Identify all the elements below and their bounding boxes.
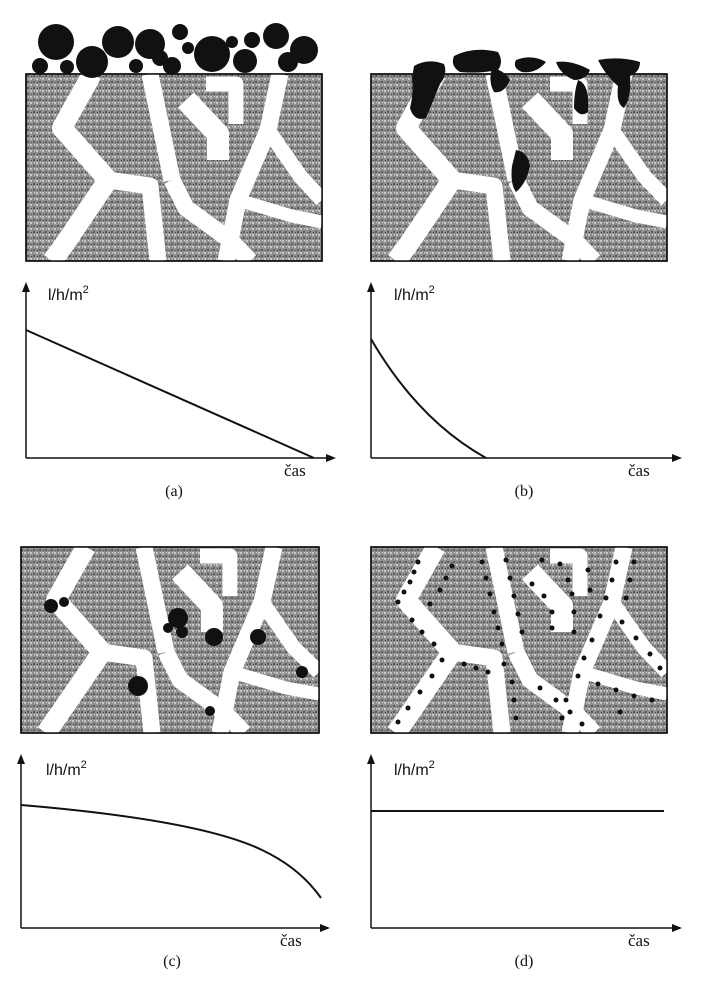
- foulant-cake-b: [410, 49, 640, 192]
- y-axis-label-a: l/h/m: [48, 287, 83, 304]
- panel-a: l/h/m2 čas (a): [22, 23, 336, 500]
- y-axis-arrow-b: [367, 282, 375, 292]
- flux-curve-c: [20, 804, 322, 899]
- flux-chart-c: l/h/m2 čas (c): [17, 754, 330, 970]
- pore-channels-c: [37, 547, 319, 733]
- y-axis-label-b: l/h/m: [394, 287, 429, 304]
- svg-text:l/h/m2: l/h/m2: [48, 284, 89, 304]
- flux-curve-a: [25, 329, 315, 459]
- y-axis-label-sup-c: 2: [81, 759, 87, 771]
- flux-chart-d: l/h/m2 čas (d): [367, 754, 682, 970]
- y-axis-label-d: l/h/m: [394, 762, 429, 779]
- foulant-particles-a: [32, 23, 318, 78]
- x-axis-label-b: čas: [628, 461, 650, 480]
- flux-chart-a: l/h/m2 čas (a): [22, 282, 336, 500]
- y-axis-arrow-a: [22, 282, 30, 292]
- pore-channels-d: [387, 547, 667, 733]
- flux-curve-b: [370, 338, 487, 459]
- svg-text:l/h/m2: l/h/m2: [46, 759, 87, 779]
- membrane-cross-section-d: [370, 546, 668, 734]
- flux-chart-b: l/h/m2 čas (b): [367, 282, 682, 500]
- x-axis-arrow-a: [326, 454, 336, 462]
- x-axis-arrow-c: [320, 924, 330, 932]
- foulant-particles-c: [44, 597, 308, 716]
- y-axis-arrow-d: [367, 754, 375, 764]
- x-axis-label-d: čas: [628, 931, 650, 950]
- caption-c: (c): [163, 953, 181, 970]
- x-axis-label-a: čas: [284, 461, 306, 480]
- caption-a: (a): [165, 483, 183, 500]
- y-axis-label-c: l/h/m: [46, 762, 81, 779]
- panel-b: l/h/m2 čas (b): [367, 49, 682, 500]
- membrane-cross-section-a: [25, 23, 323, 262]
- y-axis-label-sup-d: 2: [429, 759, 435, 771]
- y-axis-label-sup-b: 2: [429, 284, 435, 296]
- pore-channels-a: [44, 74, 322, 261]
- x-axis-label-c: čas: [280, 931, 302, 950]
- svg-text:l/h/m2: l/h/m2: [394, 284, 435, 304]
- y-axis-arrow-c: [17, 754, 25, 764]
- panel-c: l/h/m2 čas (c): [17, 546, 330, 970]
- caption-d: (d): [515, 953, 534, 970]
- membrane-cross-section-c: [20, 546, 320, 734]
- foulant-pore-lining-d: [395, 557, 663, 727]
- svg-text:l/h/m2: l/h/m2: [394, 759, 435, 779]
- panel-d: l/h/m2 čas (d): [367, 546, 682, 970]
- x-axis-arrow-b: [672, 454, 682, 462]
- y-axis-label-sup-a: 2: [83, 284, 89, 296]
- x-axis-arrow-d: [672, 924, 682, 932]
- caption-b: (b): [515, 483, 534, 500]
- membrane-cross-section-b: [370, 49, 668, 262]
